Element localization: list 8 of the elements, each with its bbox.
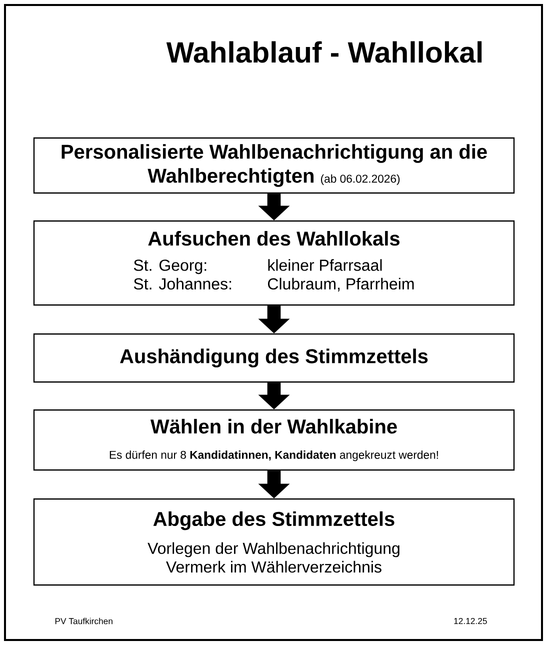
footer-text: PV Taufkirchen — [55, 618, 112, 624]
step-box: Aufsuchen des Wahllokals St. Georg: kleiner Pfarrsaal St. Johannes: Clubraum, Pfarrheim — [33, 220, 515, 306]
step-box: Wählen in der Wahlkabine Es dürfen nur 8 Kandidatinnen, Kandidaten angekreuzt werden! — [33, 409, 515, 471]
step-box: Personalisierte Wahlbenachrichtigung an die Wahlberechtigten (ab 06.02.2026) — [33, 137, 515, 194]
step-box: Aushändigung des Stimmzettels — [33, 333, 515, 383]
step-box: Abgabe des Stimmzettels Vorlegen der Wahlbenachrichtigung Vermerk im Wählerverzeichnis — [33, 498, 515, 586]
title: Wahlablauf - Wahllokal — [166, 41, 482, 63]
footer-text: 12.12.25 — [454, 618, 487, 624]
